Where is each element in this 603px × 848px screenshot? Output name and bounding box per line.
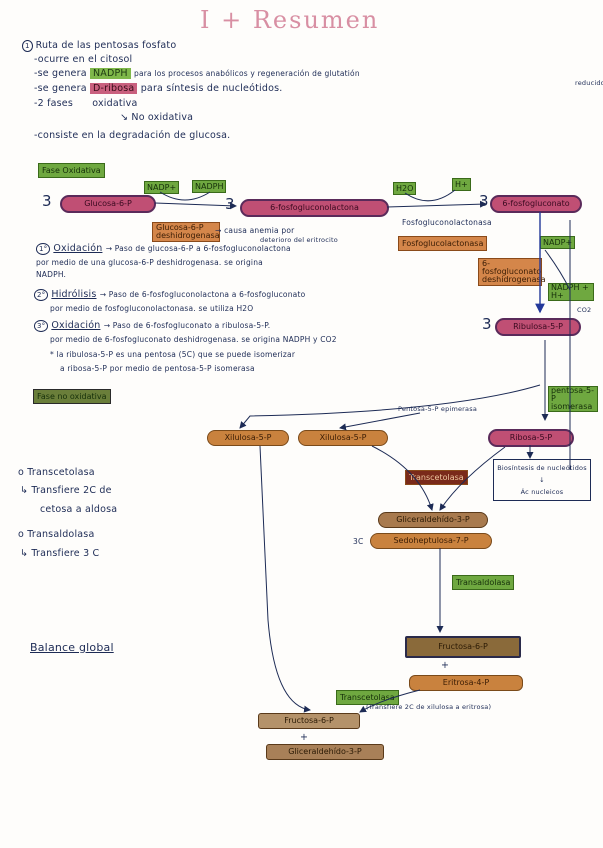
arrow-xilulosa-to-glice [372, 446, 432, 510]
arrow-to-xilulosa-1 [240, 385, 540, 428]
arrow-xilulosa-to-fructosa-2 [260, 446, 310, 710]
arrow-g6p-to-pgl [155, 203, 236, 206]
arrow-to-xilulosa-2 [340, 413, 420, 428]
arrow-h2o-curve [405, 190, 455, 201]
arrow-nadp-curve [160, 192, 210, 200]
arrow-ribosa-to-glice [440, 447, 505, 510]
arrow-eritrosa-to-fructosa-2 [360, 690, 420, 712]
arrow-nadp2-curve [545, 250, 570, 290]
arrow-pgl-to-pg [387, 204, 486, 207]
